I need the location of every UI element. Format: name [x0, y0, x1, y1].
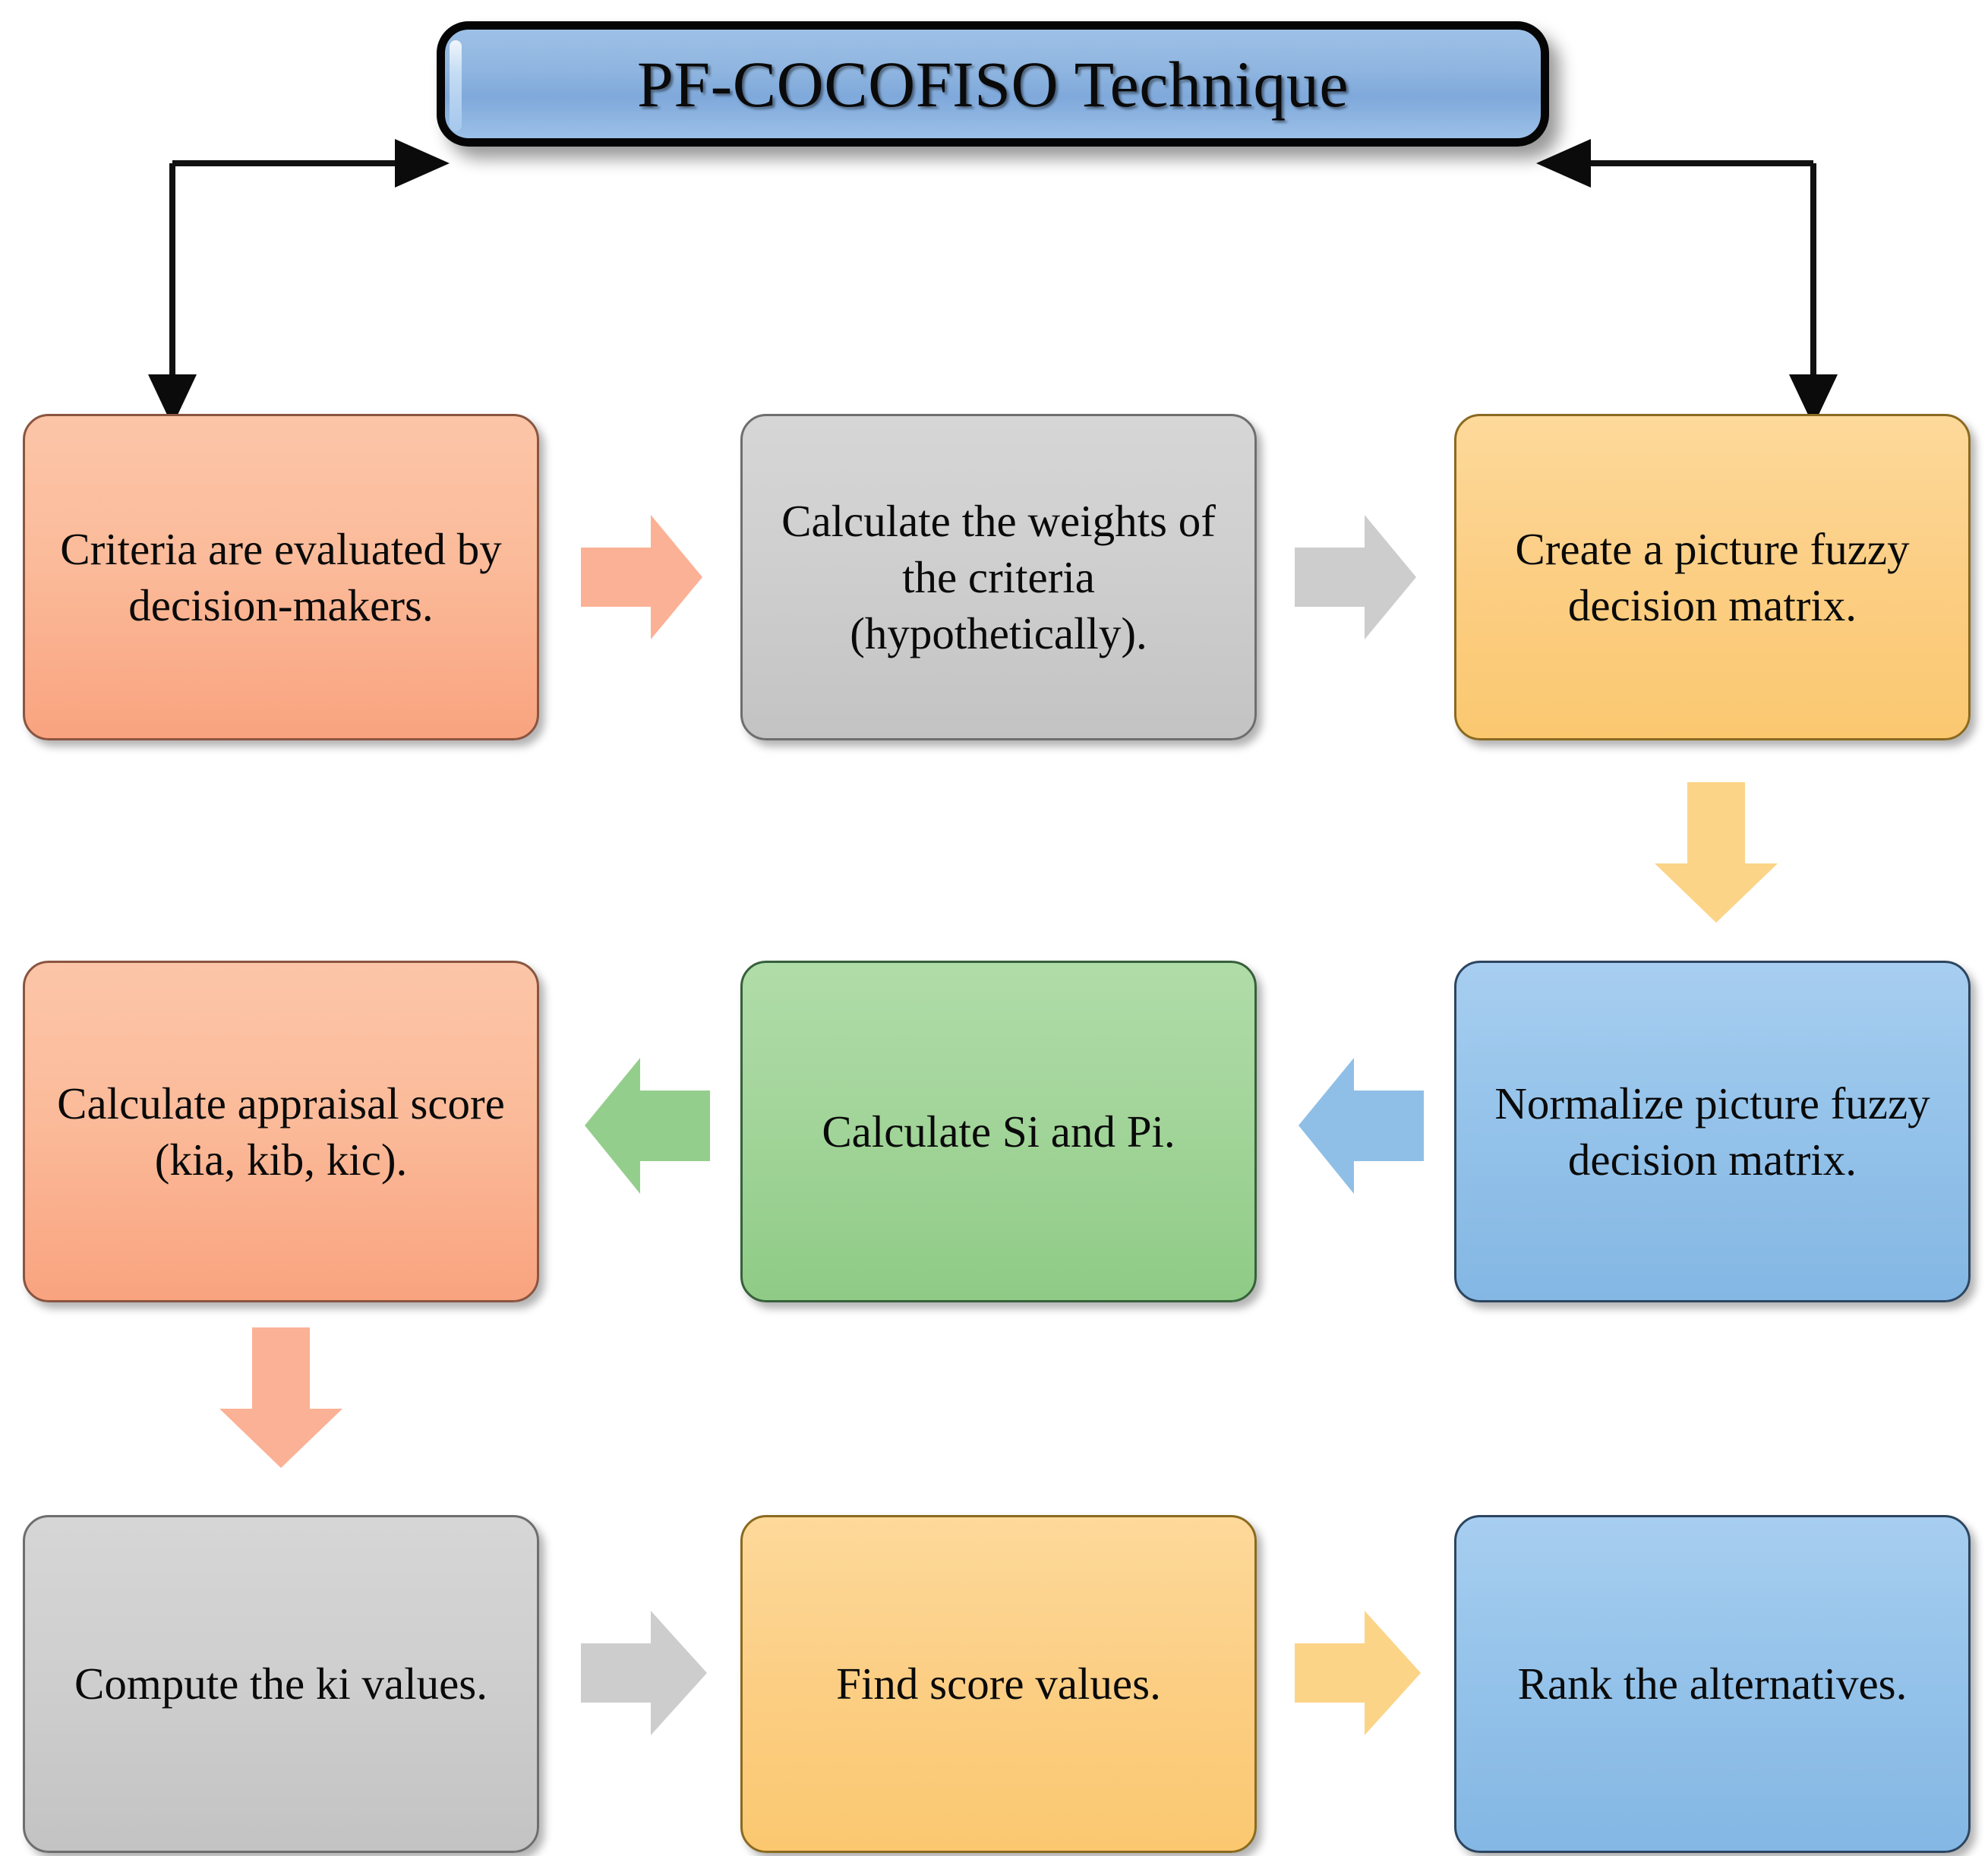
arrow-appraisal-to-compute-ki: [216, 1327, 346, 1468]
node-label: PF-COCOFISO Technique: [636, 47, 1349, 121]
node-rank-alternatives[interactable]: Rank the alternatives.: [1454, 1515, 1971, 1853]
connector-technique-to-criteria: [144, 133, 463, 429]
node-label: Compute the ki values.: [74, 1659, 488, 1709]
node-find-score-values[interactable]: Find score values.: [740, 1515, 1257, 1853]
node-create-decision-matrix[interactable]: Create a picture fuzzy decision matrix.: [1454, 414, 1971, 740]
node-criteria-evaluated[interactable]: Criteria are evaluated by decision-maker…: [23, 414, 539, 740]
bevel-highlight: [450, 40, 462, 131]
node-label: Calculate Si and Pi.: [822, 1106, 1175, 1157]
node-calculate-si-and-pi[interactable]: Calculate Si and Pi.: [740, 961, 1257, 1302]
arrow-weights-to-decision-matrix: [1295, 513, 1416, 642]
node-label: Create a picture fuzzy decision matrix.: [1515, 523, 1910, 630]
node-label: Calculate appraisal score (kia, kib, kic…: [57, 1078, 505, 1185]
node-label: Calculate the weights of the criteria (h…: [781, 495, 1216, 659]
node-label: Rank the alternatives.: [1517, 1659, 1908, 1709]
node-calculate-appraisal-score[interactable]: Calculate appraisal score (kia, kib, kic…: [23, 961, 539, 1302]
node-calculate-weights[interactable]: Calculate the weights of the criteria (h…: [740, 414, 1257, 740]
node-label: Normalize picture fuzzy decision matrix.: [1494, 1078, 1930, 1185]
arrow-decision-matrix-to-normalize: [1652, 782, 1781, 923]
arrow-find-score-to-rank: [1295, 1608, 1424, 1738]
arrow-compute-ki-to-find-score: [581, 1608, 710, 1738]
node-label: Find score values.: [836, 1659, 1161, 1709]
arrow-si-pi-to-appraisal: [581, 1056, 710, 1196]
node-compute-ki-values[interactable]: Compute the ki values.: [23, 1515, 539, 1853]
node-normalize-decision-matrix[interactable]: Normalize picture fuzzy decision matrix.: [1454, 961, 1971, 1302]
node-pf-cocofiso-technique[interactable]: PF-COCOFISO Technique: [437, 21, 1549, 147]
connector-technique-to-decision-matrix: [1523, 133, 1841, 429]
node-label: Criteria are evaluated by decision-maker…: [60, 523, 502, 630]
arrow-normalize-to-si-pi: [1295, 1056, 1424, 1196]
arrow-criteria-to-weights: [581, 513, 702, 642]
